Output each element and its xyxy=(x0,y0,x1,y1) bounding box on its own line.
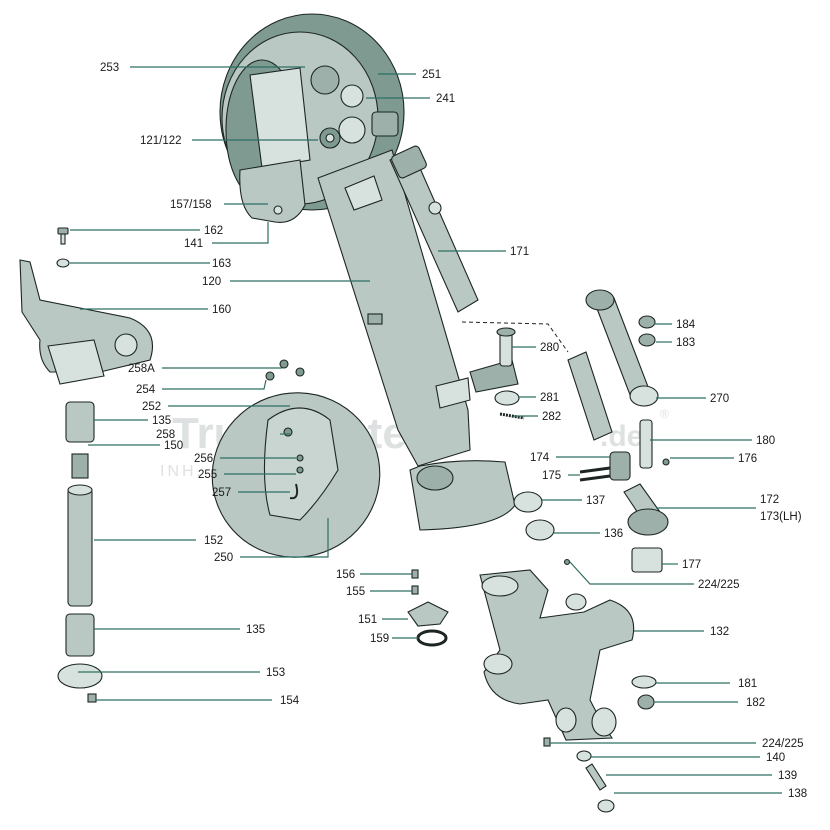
washer-181 xyxy=(631,675,657,689)
callout-140: 140 xyxy=(766,752,785,764)
washer-163 xyxy=(56,258,70,268)
main-arm xyxy=(317,149,519,531)
callout-251: 251 xyxy=(422,69,441,81)
bottom-parts xyxy=(543,737,615,813)
kingpin-stack xyxy=(57,401,103,703)
callout-157-158: 157/158 xyxy=(170,199,212,211)
callout-159: 159 xyxy=(370,633,389,645)
callout-241: 241 xyxy=(436,93,455,105)
callout-258: 258 xyxy=(156,429,175,441)
callout-181: 181 xyxy=(738,678,757,690)
callout-120: 120 xyxy=(202,276,221,288)
callout-150: 150 xyxy=(164,440,183,452)
callout-177: 177 xyxy=(682,559,701,571)
bolt-162 xyxy=(57,227,69,245)
plate-151 xyxy=(407,601,449,627)
dashed-link xyxy=(461,321,569,353)
callout-184: 184 xyxy=(676,319,696,331)
callout-173lh: 173(LH) xyxy=(760,511,802,523)
callout-135-top: 135 xyxy=(152,415,171,427)
callout-154: 154 xyxy=(280,695,300,707)
callout-121-122: 121/122 xyxy=(140,135,182,147)
watermark-registered: ® xyxy=(660,407,669,421)
bracket-160 xyxy=(19,259,154,385)
pin-280 xyxy=(494,327,525,420)
callout-132: 132 xyxy=(710,626,729,638)
callout-281: 281 xyxy=(540,392,559,404)
housing xyxy=(239,159,306,223)
callout-152: 152 xyxy=(204,535,223,547)
callout-171: 171 xyxy=(510,246,529,258)
callout-182: 182 xyxy=(746,697,765,709)
callout-136: 136 xyxy=(604,528,623,540)
callout-155: 155 xyxy=(346,586,365,598)
callout-175: 175 xyxy=(542,470,561,482)
callout-137: 137 xyxy=(586,495,605,507)
knuckle-132 xyxy=(479,558,635,741)
callout-270: 270 xyxy=(710,393,729,405)
cylinder-171 xyxy=(389,145,479,313)
screws-156-155 xyxy=(411,569,419,595)
callout-257: 257 xyxy=(212,487,231,499)
callout-224-225-top: 224/225 xyxy=(698,579,740,591)
backing-plate xyxy=(211,392,381,558)
callout-256: 256 xyxy=(194,453,213,465)
callout-250: 250 xyxy=(214,552,233,564)
callout-282: 282 xyxy=(542,411,561,423)
callout-183: 183 xyxy=(676,337,695,349)
callout-172: 172 xyxy=(760,494,779,506)
callout-174: 174 xyxy=(530,452,550,464)
nuts-258a-254 xyxy=(265,359,305,381)
callout-141: 141 xyxy=(184,238,203,250)
callout-224-225-bottom: 224/225 xyxy=(762,738,804,750)
callout-labels: 253 251 241 121/122 157/158 162 141 171 … xyxy=(100,62,807,800)
callout-255: 255 xyxy=(198,469,217,481)
brake-mechanism xyxy=(249,65,399,169)
callout-253: 253 xyxy=(100,62,119,74)
callout-151: 151 xyxy=(358,614,377,626)
callout-153: 153 xyxy=(266,667,285,679)
callout-176: 176 xyxy=(738,453,757,465)
callout-258a: 258A xyxy=(128,363,155,375)
callout-160: 160 xyxy=(212,304,231,316)
callout-180: 180 xyxy=(756,435,775,447)
o-ring-159 xyxy=(416,629,448,647)
callout-162: 162 xyxy=(204,225,223,237)
tube-270 xyxy=(567,289,659,441)
callout-252: 252 xyxy=(142,401,161,413)
callout-163: 163 xyxy=(212,258,231,270)
callout-139: 139 xyxy=(778,770,797,782)
callout-138: 138 xyxy=(788,788,807,800)
callout-156: 156 xyxy=(336,569,355,581)
callout-280: 280 xyxy=(540,342,559,354)
leader-lines xyxy=(70,66,782,794)
steering-parts xyxy=(513,419,670,573)
callout-254: 254 xyxy=(136,384,156,396)
callout-135-bottom: 135 xyxy=(246,624,265,636)
nut-182 xyxy=(637,694,655,710)
